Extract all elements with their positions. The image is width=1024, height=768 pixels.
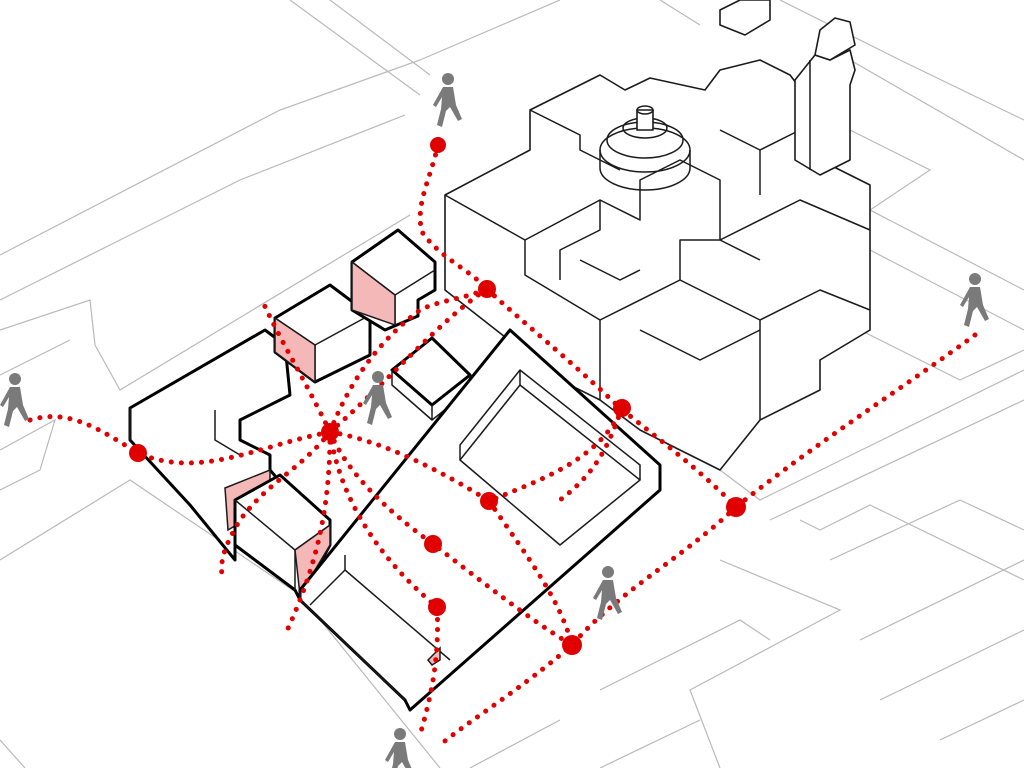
- path-east-to-plaza: [733, 332, 978, 510]
- walking-person-icon: [433, 73, 462, 127]
- node-central-hub: [321, 423, 339, 441]
- node-north-entry: [430, 137, 446, 153]
- path-plaza-inner: [557, 405, 625, 503]
- node-west-entry: [129, 444, 147, 462]
- node-plaza: [726, 497, 746, 517]
- walking-person-icon: [960, 273, 989, 327]
- walking-person-icon: [593, 566, 622, 620]
- path-hub-up-right: [327, 286, 490, 435]
- node-north-junction: [478, 280, 496, 298]
- walking-person-icon: [0, 373, 29, 427]
- north-box-b-highlight: [351, 260, 396, 327]
- walking-person-icon: [385, 728, 414, 768]
- node-south-lower: [428, 598, 446, 616]
- path-hub-east: [327, 405, 625, 504]
- path-hub-up-left: [259, 297, 333, 435]
- path-hub-to-north: [327, 286, 490, 435]
- node-courtyard: [480, 492, 498, 510]
- path-north-entry: [417, 142, 490, 292]
- walking-person-icon: [363, 371, 392, 425]
- path-north-to-plaza: [484, 286, 739, 510]
- path-east-court-south: [486, 498, 575, 648]
- path-hub-west-south: [282, 429, 333, 638]
- node-east-edge: [613, 399, 631, 417]
- north-box-a-highlight: [274, 316, 316, 384]
- node-south-mid: [424, 535, 442, 553]
- node-south-corner: [562, 635, 582, 655]
- path-nodes: [129, 137, 746, 655]
